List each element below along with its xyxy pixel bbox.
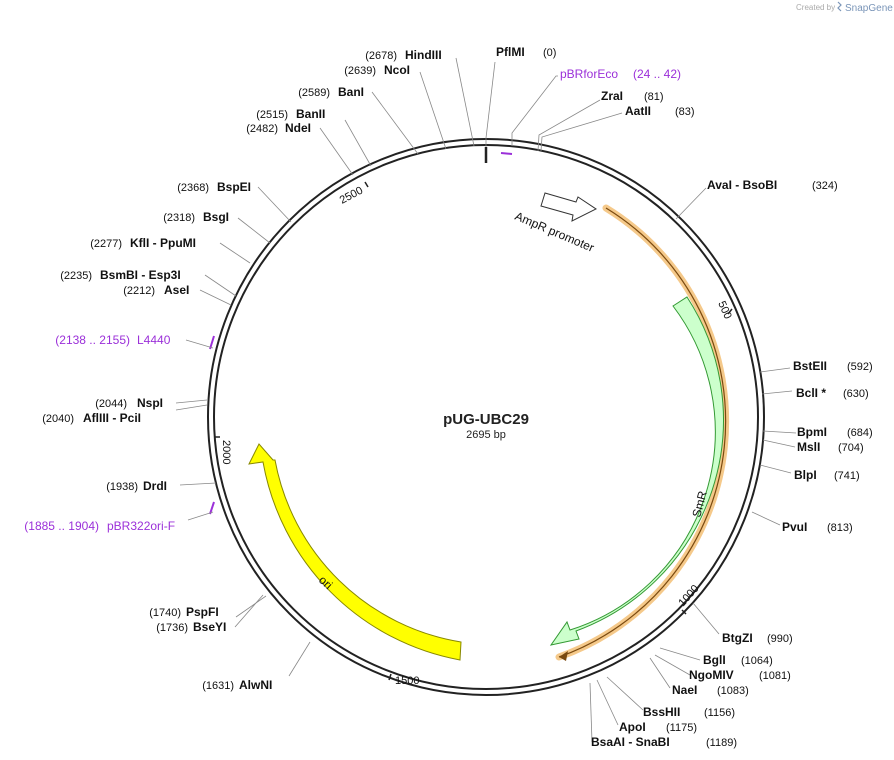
site-bsaai-snabi-name: BsaAI - SnaBI — [591, 735, 670, 749]
site-zrai-pos: (81) — [644, 91, 664, 103]
pbr322ori-f-leader — [187, 511, 214, 521]
tick-label-2500: 2500 — [338, 185, 365, 207]
site-bsmbi-esp3i-pos: (2235) — [60, 270, 92, 282]
site-ngomiv-pos: (1081) — [759, 670, 791, 682]
tick-label-1500: 1500 — [395, 675, 419, 687]
site-btgzi-name: BtgZI — [722, 631, 753, 645]
site-nspi-pos: (2044) — [95, 398, 127, 410]
created-by-label: Created by — [796, 3, 835, 12]
site-asei-name: AseI — [164, 283, 189, 297]
site-bsshii-name: BssHII — [643, 705, 680, 719]
site-bspei-name: BspEI — [217, 180, 251, 194]
site-apoi-pos: (1175) — [666, 722, 697, 734]
plasmid-length: 2695 bp — [466, 429, 506, 441]
primer-marks — [209, 152, 513, 515]
site-ncoi-pos: (2639) — [344, 65, 376, 77]
site-avai-bsobi-pos: (324) — [812, 180, 838, 192]
site-naei-pos: (1083) — [717, 685, 749, 697]
site-bgli-name: BglI — [703, 653, 726, 667]
site-asei-pos: (2212) — [123, 285, 155, 297]
site-banii-name: BanII — [296, 107, 325, 121]
site-bseyi-name: BseYI — [193, 620, 226, 634]
tick-label-2000: 2000 — [220, 440, 232, 464]
site-aatii-pos: (83) — [675, 106, 695, 118]
site-ndei-pos: (2482) — [246, 123, 278, 135]
site-afliii-pcii-pos: (2040) — [42, 413, 74, 425]
site-bsgi-pos: (2318) — [163, 212, 195, 224]
site-ndei-name: NdeI — [285, 121, 311, 135]
site-blpi-name: BlpI — [794, 468, 817, 482]
tick-label-500: 500 — [715, 299, 733, 321]
site-kfli-ppumi-name: KflI - PpuMI — [130, 236, 196, 250]
ori-feature[interactable] — [248, 443, 462, 661]
site-drdi-pos: (1938) — [106, 481, 138, 493]
primer-l4440-range: (2138 .. 2155) — [55, 333, 130, 347]
site-bpmi-name: BpmI — [797, 425, 827, 439]
site-bsteii-name: BstEII — [793, 359, 827, 373]
site-alwni-name: AlwNI — [239, 678, 272, 692]
smr-label: SmR — [689, 489, 710, 519]
site-kfli-ppumi-pos: (2277) — [90, 238, 122, 250]
site-alwni-pos: (1631) — [202, 680, 234, 692]
site-bseyi-pos: (1736) — [156, 622, 188, 634]
site-bsaai-snabi-pos: (1189) — [706, 737, 737, 749]
site-bcli-pos: (630) — [843, 388, 869, 400]
site-bani-pos: (2589) — [298, 87, 330, 99]
site-leaders — [175, 57, 797, 743]
site-ncoi-name: NcoI — [384, 63, 410, 77]
site-msli-name: MslI — [797, 440, 820, 454]
smr-feature[interactable] — [549, 296, 724, 646]
site-naei-name: NaeI — [672, 683, 697, 697]
snapgene-logo-icon — [837, 1, 842, 12]
site-hindiii-pos: (2678) — [365, 50, 397, 62]
site-avai-bsobi-name: AvaI - BsoBI — [707, 178, 777, 192]
site-ngomiv-name: NgoMIV — [689, 668, 734, 682]
site-apoi-name: ApoI — [619, 720, 646, 734]
site-pspfi-pos: (1740) — [149, 607, 181, 619]
ampr-promoter-feature[interactable] — [540, 192, 597, 222]
site-pflmi-name: PflMI — [496, 45, 525, 59]
site-aatii-name: AatII — [625, 104, 651, 118]
plasmid-name: pUG-UBC29 — [443, 411, 529, 428]
site-bsgi-name: BsgI — [203, 210, 229, 224]
primer-pbrforeco-name: pBRforEco — [560, 67, 618, 81]
site-zrai-name: ZraI — [601, 89, 623, 103]
site-pflmi-pos: (0) — [543, 47, 556, 59]
site-hindiii-name: HindIII — [405, 48, 442, 62]
site-pvui-pos: (813) — [827, 522, 853, 534]
site-bpmi-pos: (684) — [847, 427, 873, 439]
site-blpi-pos: (741) — [834, 470, 860, 482]
site-banii-pos: (2515) — [256, 109, 288, 121]
ampr-promoter-label: AmpR promoter — [513, 209, 596, 255]
site-bspei-pos: (2368) — [177, 182, 209, 194]
site-bsteii-pos: (592) — [847, 361, 873, 373]
site-afliii-pcii-name: AflIII - PciI — [83, 411, 141, 425]
site-btgzi-pos: (990) — [767, 633, 793, 645]
primer-l4440-name: L4440 — [137, 333, 171, 347]
site-drdi-name: DrdI — [143, 479, 167, 493]
l4440-leader — [185, 339, 214, 349]
site-bani-name: BanI — [338, 85, 364, 99]
site-bsshii-pos: (1156) — [704, 707, 735, 719]
primer-pbrforeco-range: (24 .. 42) — [633, 67, 681, 81]
site-pvui-name: PvuI — [782, 520, 807, 534]
site-pspfi-name: PspFI — [186, 605, 219, 619]
snapgene-brand: SnapGene — [845, 3, 893, 14]
primer-pbr322ori-f-name: pBR322ori-F — [107, 519, 175, 533]
scale-ticks — [214, 181, 733, 681]
site-bcli-name: BclI * — [796, 386, 826, 400]
orf-highlight — [555, 204, 730, 661]
site-bgli-pos: (1064) — [741, 655, 773, 667]
site-bsmbi-esp3i-name: BsmBI - Esp3I — [100, 268, 181, 282]
primer-pbr322ori-f-range: (1885 .. 1904) — [24, 519, 99, 533]
pbrforeco-leader — [511, 75, 558, 146]
site-msli-pos: (704) — [838, 442, 864, 454]
site-nspi-name: NspI — [137, 396, 163, 410]
